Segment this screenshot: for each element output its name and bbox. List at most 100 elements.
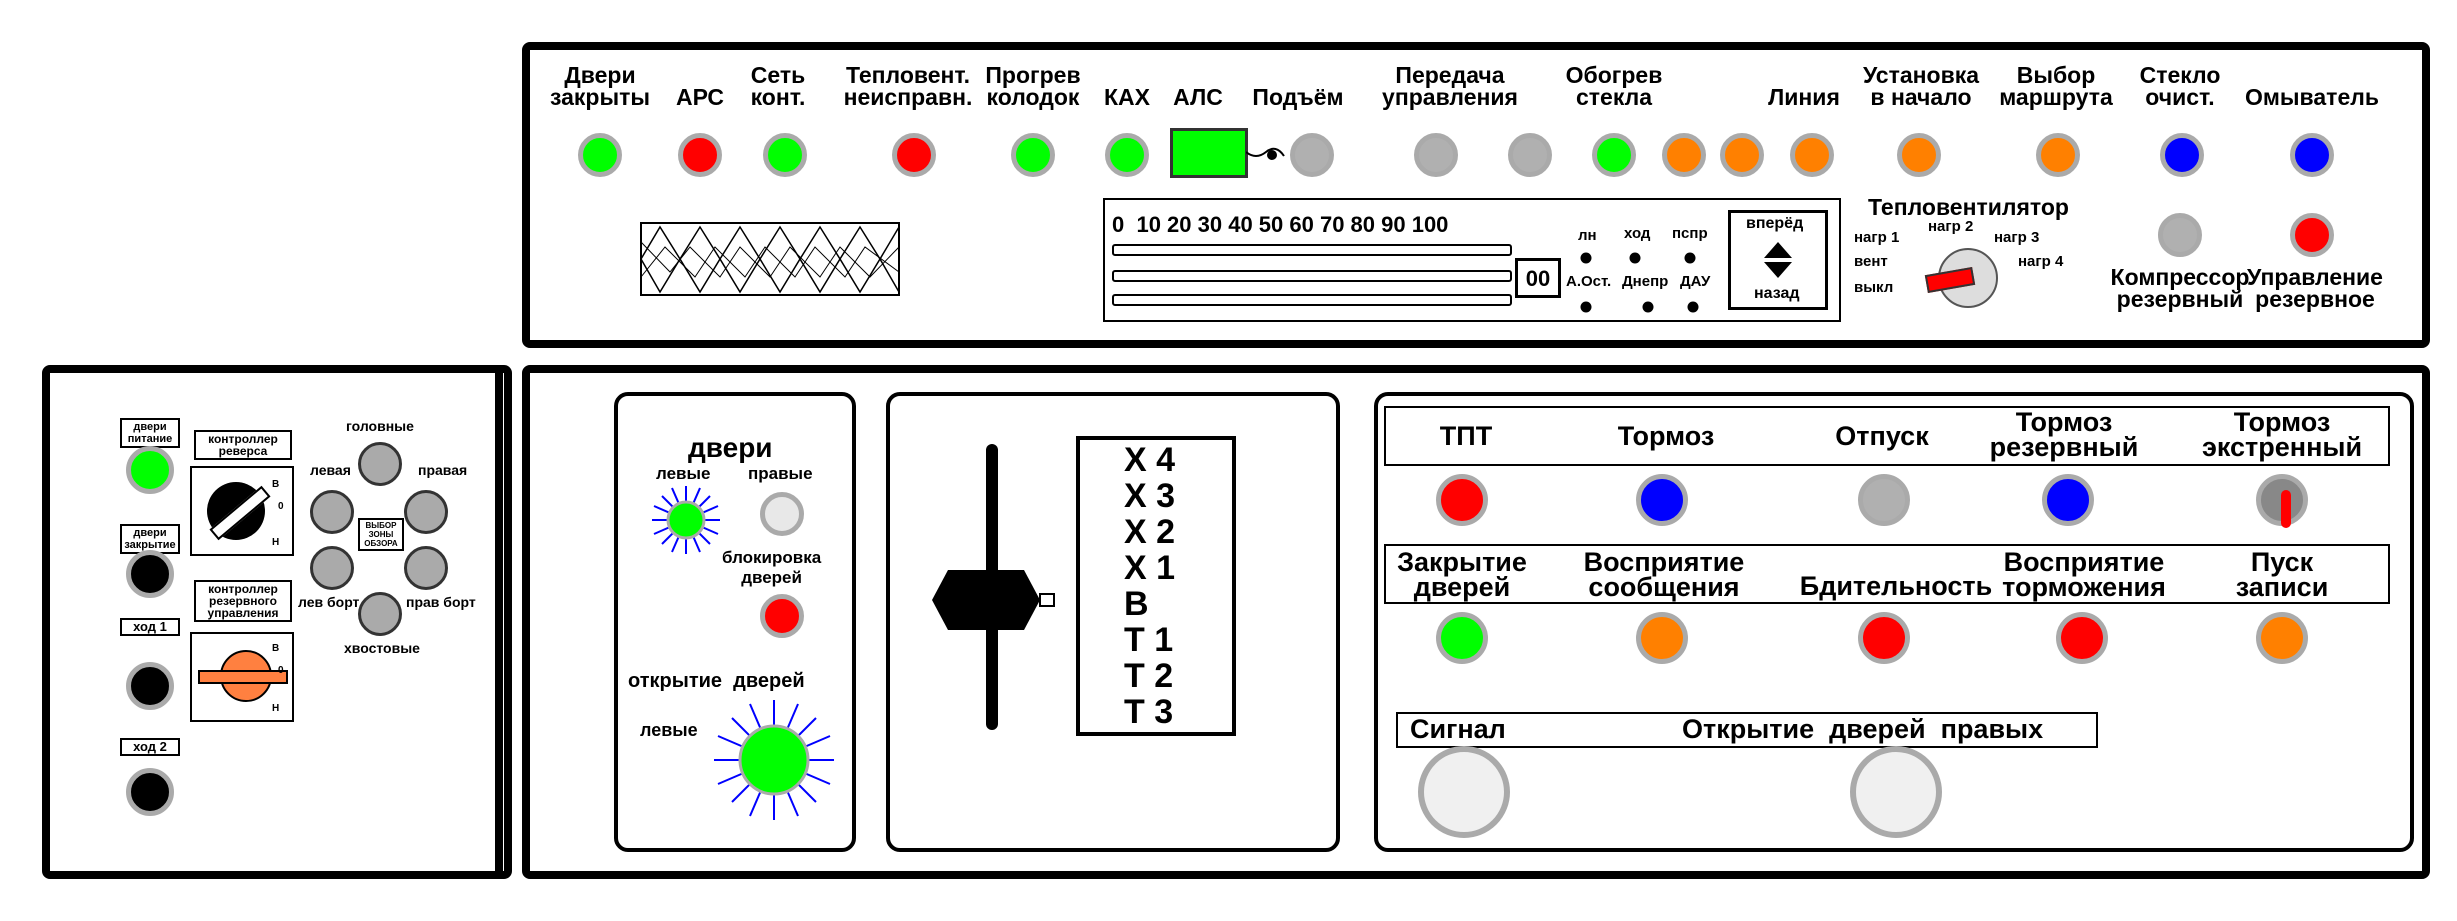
lamp-lift[interactable]: [1290, 133, 1334, 177]
backup-b: В: [272, 643, 280, 654]
label-heatvent-fault: Тепловент. неисправн.: [843, 62, 973, 110]
lamp-washer[interactable]: [2290, 133, 2334, 177]
mode-dot-4: [1580, 301, 1592, 313]
lamp-glass-heat-3[interactable]: [1720, 133, 1764, 177]
emergency-brake-handle[interactable]: [2281, 490, 2291, 528]
doors-lock-label: блокировка дверей: [722, 548, 822, 587]
lamp-vigilance[interactable]: [1858, 612, 1910, 664]
doors-left-button[interactable]: [650, 484, 722, 556]
label-control-transfer: Передача управления: [1382, 62, 1518, 110]
doors-open-left-button[interactable]: [712, 698, 836, 822]
speed-bar-3: [1112, 294, 1512, 306]
label-lift: Подъём: [1252, 84, 1344, 110]
lamp-record-start[interactable]: [2256, 612, 2308, 664]
lamp-doors-closed: [578, 133, 622, 177]
controller-position-6: Т 2: [1124, 657, 1174, 695]
heater-n4: нагр 4: [2018, 253, 2064, 270]
label-route-select: Выбор маршрута: [1999, 62, 2113, 110]
lamp-wiper[interactable]: [2160, 133, 2204, 177]
lamp-message-ack[interactable]: [1636, 612, 1688, 664]
hod2-button[interactable]: [126, 768, 174, 816]
lamp-doors-closing[interactable]: [1436, 612, 1488, 664]
direction-back: назад: [1754, 285, 1800, 302]
controller-position-4: В: [1124, 585, 1149, 623]
doors-panel: [614, 392, 856, 852]
lamp-reset-start[interactable]: [1897, 133, 1941, 177]
lamp-backup-compressor[interactable]: [2158, 213, 2202, 257]
label-backup-brake: Тормоз резервный: [1989, 407, 2139, 462]
mode-dot-6: [1687, 301, 1699, 313]
lamp-control-transfer-1[interactable]: [1414, 133, 1458, 177]
lamp-ars: [678, 133, 722, 177]
controller-position-box: [1076, 436, 1236, 736]
lamp-tpt[interactable]: [1436, 474, 1488, 526]
view-head-button[interactable]: [358, 442, 402, 486]
row1-label-strip: [1384, 406, 2390, 466]
direction-arrows-icon: [1764, 242, 1792, 278]
lamp-glass-heat-1[interactable]: [1592, 133, 1636, 177]
mode-dot-3: [1684, 252, 1696, 264]
lamp-braking-ack[interactable]: [2056, 612, 2108, 664]
lamp-line[interactable]: [1790, 133, 1834, 177]
view-head-label: головные: [346, 418, 414, 434]
lamp-release[interactable]: [1858, 474, 1910, 526]
controller-position-5: Т 1: [1124, 621, 1174, 659]
view-tail-label: хвостовые: [344, 640, 420, 656]
view-left-side-button[interactable]: [310, 546, 354, 590]
mode-dot-2: [1629, 252, 1641, 264]
lamp-backup-brake[interactable]: [2042, 474, 2094, 526]
view-right-side-button[interactable]: [404, 546, 448, 590]
backup-n: Н: [272, 703, 280, 714]
lamp-backup-control[interactable]: [2290, 213, 2334, 257]
direction-forward: вперёд: [1746, 215, 1804, 232]
mode-hod: ход: [1624, 225, 1651, 242]
heater-n1: нагр 1: [1854, 229, 1900, 246]
doors-open-label: открытие дверей: [628, 670, 805, 692]
doors-close-label: двери закрытие: [120, 524, 180, 554]
controller-position-7: Т 3: [1124, 693, 1174, 731]
mode-dnepr: Днепр: [1622, 273, 1669, 290]
label-signal: Сигнал: [1410, 714, 1506, 744]
mode-dot-5: [1642, 301, 1654, 313]
label-wiper: Стекло очист.: [2139, 62, 2221, 110]
reverse-n: Н: [272, 537, 280, 548]
row2-label-strip: [1384, 544, 2390, 604]
label-pad-heat: Прогрев колодок: [985, 62, 1081, 110]
mode-pspr: пспр: [1672, 225, 1708, 242]
doors-lock-lamp[interactable]: [760, 594, 804, 638]
label-doors-closed: Двери закрыты: [549, 62, 651, 110]
view-left-button[interactable]: [310, 490, 354, 534]
signal-strip: [1396, 712, 2098, 748]
doors-left-label: левые: [656, 464, 711, 483]
doors-close-button[interactable]: [126, 550, 174, 598]
label-glass-heat: Обогрев стекла: [1565, 62, 1663, 110]
door-power-button[interactable]: [126, 446, 174, 494]
signal-button[interactable]: [1418, 746, 1510, 838]
lamp-pad-heat: [1011, 133, 1055, 177]
controller-handle[interactable]: [930, 564, 1070, 636]
lamp-brake[interactable]: [1636, 474, 1688, 526]
view-right-label: правая: [418, 462, 468, 478]
lamp-control-transfer-2[interactable]: [1508, 133, 1552, 177]
doors-right-label: правые: [748, 464, 813, 483]
direction-switch[interactable]: [1728, 210, 1828, 310]
heater-n2: нагр 2: [1928, 218, 1974, 235]
doors-right-button[interactable]: [760, 492, 804, 536]
controller-position-2: Х 2: [1124, 513, 1176, 551]
lamp-route-select[interactable]: [2036, 133, 2080, 177]
speed-scale: 0 10 20 30 40 50 60 70 80 90 100: [1112, 212, 1449, 237]
label-doors-closing: Закрытие дверей: [1397, 547, 1527, 602]
open-right-doors-button[interactable]: [1850, 746, 1942, 838]
view-right-button[interactable]: [404, 490, 448, 534]
controller-position-3: Х 1: [1124, 549, 1176, 587]
hod1-button[interactable]: [126, 662, 174, 710]
door-power-label: двери питание: [120, 418, 180, 448]
label-braking-ack: Восприятие торможения: [2002, 547, 2166, 602]
view-left-label: левая: [310, 462, 351, 478]
hod1-label: ход 1: [120, 618, 180, 636]
mode-ln: лн: [1578, 227, 1597, 244]
view-tail-button[interactable]: [358, 592, 402, 636]
label-message-ack: Восприятие сообщения: [1583, 547, 1745, 602]
lamp-glass-heat-2[interactable]: [1662, 133, 1706, 177]
